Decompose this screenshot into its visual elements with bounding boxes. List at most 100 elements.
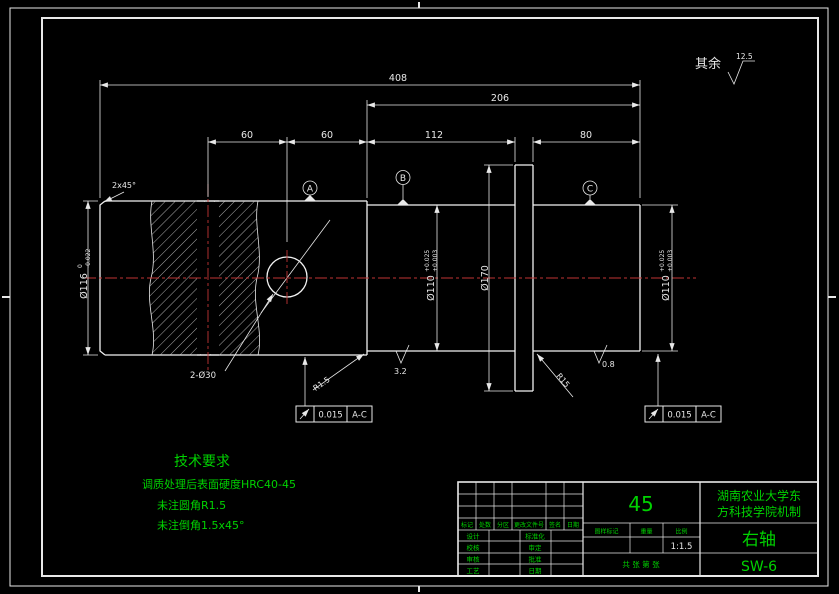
- tech-req-line1: 调质处理后表面硬度HRC40-45: [142, 477, 296, 491]
- tech-req-line3: 未注倒角1.5x45°: [157, 518, 245, 532]
- dimension-dia-right: Ø110 +0.025 +0.003: [642, 204, 678, 352]
- header-weight: 重量: [640, 528, 652, 536]
- cell-design: 设计: [467, 532, 481, 541]
- company-line1: 湖南农业大学东: [717, 488, 801, 503]
- fcf-tolerance: 0.015: [318, 411, 342, 421]
- inner-border: [41, 17, 819, 577]
- hole-text: 2-Ø30: [190, 370, 216, 381]
- tech-req-line2: 未注圆角R1.5: [157, 498, 226, 512]
- datum-triangle-icon: [584, 199, 596, 205]
- dimension-dia-mid: Ø110 +0.025 +0.003: [424, 205, 440, 351]
- title-block-main-dividers: [582, 482, 701, 576]
- dia116-text: Ø116: [79, 273, 90, 299]
- header-mark: 标记: [461, 521, 473, 529]
- dimension-dia-flange: Ø170: [480, 164, 513, 392]
- chamfer-text: 2x45°: [112, 181, 136, 190]
- header-zone: 分区: [497, 521, 509, 529]
- cell-review: 审定: [529, 543, 543, 552]
- dia110r-tol-upper: +0.025: [659, 250, 666, 272]
- fcf-tolerance: 0.015: [667, 411, 691, 421]
- datum-b: B: [395, 170, 411, 205]
- roughness-icon: [395, 344, 410, 365]
- datum-a: A: [302, 180, 318, 201]
- dia110m-text: Ø110: [426, 275, 437, 301]
- header-scale: 比例: [675, 528, 687, 536]
- fillet-left-leader: [312, 353, 365, 391]
- datum-c-label: C: [587, 185, 593, 195]
- title-block-border: [457, 481, 819, 577]
- dim-text-60a: 60: [241, 130, 253, 141]
- dia110r-text: Ø110: [661, 275, 672, 301]
- runout-icon: [299, 408, 310, 420]
- roughness-right-value: 0.8: [602, 360, 615, 369]
- fcf-datums: A-C: [701, 411, 716, 421]
- fcf-datum-cell: [346, 405, 373, 423]
- title-block: 标记 处数 分区 更改文件号 签名 日期 设计 标准化 校核 审定 审核 批准 …: [457, 481, 819, 577]
- dia116-tol-upper: 0: [77, 264, 84, 268]
- roughness-right: 0.8: [593, 344, 615, 369]
- general-roughness-note: 其余 12.5: [695, 52, 755, 85]
- dia110m-tol-lower: +0.003: [432, 250, 439, 272]
- datum-circle: [582, 180, 598, 196]
- part-name: 右轴: [742, 530, 776, 550]
- fcf-datums: A-C: [352, 411, 367, 421]
- general-note-value: 12.5: [736, 52, 753, 61]
- signature-col-lines: [488, 530, 552, 576]
- drawing-number: SW-6: [741, 559, 777, 575]
- hole-callout: 2-Ø30: [190, 293, 274, 381]
- tech-req-title: 技术要求: [174, 454, 230, 470]
- datum-circle: [302, 180, 318, 196]
- cell-check: 校核: [467, 543, 481, 552]
- fillet-right-leader: [536, 353, 574, 398]
- dimension-408: 408: [99, 73, 641, 198]
- dim-text-206: 206: [491, 93, 509, 104]
- ext-lines-408: [99, 80, 641, 198]
- datum-c: C: [582, 180, 598, 205]
- sheet-count: 共 张 第 张: [622, 559, 660, 569]
- roughness-icon: [593, 344, 608, 365]
- roughness-mid-value: 3.2: [394, 367, 407, 376]
- header-stage-mark: 图样标记: [594, 528, 618, 536]
- dimension-dia-left: Ø116 0 -0.022: [77, 200, 98, 356]
- datum-b-label: B: [400, 174, 406, 184]
- centerlines: [84, 184, 696, 372]
- dia170-text: Ø170: [480, 265, 491, 291]
- dia116-tol-lower: -0.022: [85, 248, 92, 268]
- datum-circle: [395, 170, 411, 185]
- cell-date2: 日期: [529, 567, 543, 575]
- roughness-icon: [727, 60, 755, 85]
- dim-text-60b: 60: [321, 130, 333, 141]
- revision-row-lines: [458, 493, 583, 565]
- dim-text-408: 408: [389, 73, 407, 84]
- revision-col-lines: [475, 482, 565, 530]
- header-sign: 签名: [549, 521, 561, 529]
- header-date: 日期: [567, 521, 579, 529]
- header-change-doc: 更改文件号: [514, 521, 544, 529]
- dimension-206: 206: [366, 93, 640, 198]
- cell-approve: 批准: [529, 555, 543, 564]
- hole-leader: [224, 293, 274, 372]
- roughness-mid: 3.2: [394, 344, 410, 376]
- middle-cell-lines: [583, 522, 700, 554]
- cell-process: 工艺: [467, 567, 481, 575]
- datum-a-label: A: [307, 185, 314, 195]
- chamfer-callout: 2x45°: [103, 181, 136, 203]
- cell-audit: 审核: [467, 555, 481, 564]
- fcf-datum-cell: [695, 405, 722, 423]
- cell-standard: 标准化: [525, 532, 545, 541]
- fcf-right: 0.015 A-C: [644, 354, 722, 423]
- header-count: 处数: [479, 521, 491, 529]
- dim-text-80: 80: [580, 130, 592, 141]
- general-note-prefix: 其余: [695, 56, 721, 72]
- technical-requirements: 技术要求 调质处理后表面硬度HRC40-45 未注圆角R1.5 未注倒角1.5x…: [142, 454, 296, 532]
- company-line2: 方科技学院机制: [717, 504, 801, 519]
- dim-text-112: 112: [425, 130, 443, 141]
- dimension-row: 60 60 112 80: [207, 130, 640, 242]
- dia110r-tol-lower: +0.003: [667, 250, 674, 272]
- material-value: 45: [628, 492, 653, 516]
- scale-value: 1:1.5: [671, 542, 693, 552]
